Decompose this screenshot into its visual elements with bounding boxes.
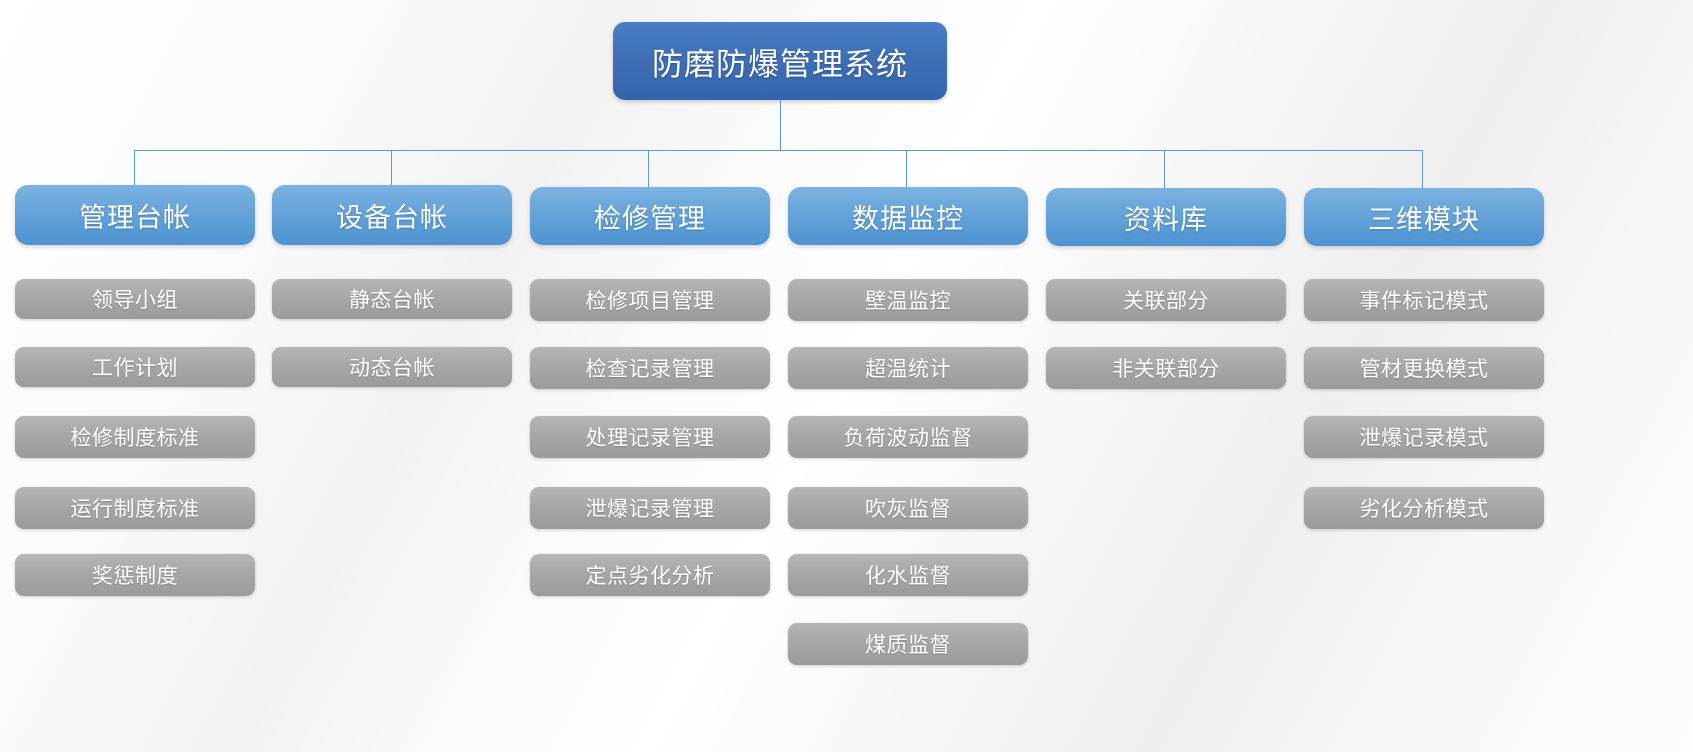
leaf-label-4-3: 负荷波动监督 <box>843 426 973 450</box>
leaf-label-1-1: 领导小组 <box>92 288 178 312</box>
leaf-label-4-5: 化水监督 <box>865 564 951 588</box>
leaf-node-6-1[interactable]: 事件标记模式 <box>1304 279 1544 321</box>
category-label-4: 数据监控 <box>852 203 964 235</box>
leaf-label-6-2: 管材更换模式 <box>1359 357 1489 381</box>
leaf-node-6-4[interactable]: 劣化分析模式 <box>1304 487 1544 529</box>
leaf-node-1-2[interactable]: 工作计划 <box>15 347 255 387</box>
leaf-node-3-5[interactable]: 定点劣化分析 <box>530 554 770 596</box>
leaf-node-1-3[interactable]: 检修制度标准 <box>15 416 255 458</box>
category-node-5[interactable]: 资料库 <box>1046 188 1286 246</box>
leaf-label-6-1: 事件标记模式 <box>1359 289 1489 313</box>
leaf-node-5-2[interactable]: 非关联部分 <box>1046 347 1286 389</box>
connector-drop-2 <box>391 150 392 185</box>
leaf-node-1-1[interactable]: 领导小组 <box>15 279 255 319</box>
leaf-label-3-1: 检修项目管理 <box>585 289 715 313</box>
root-node[interactable]: 防磨防爆管理系统 <box>613 22 947 100</box>
leaf-node-4-1[interactable]: 壁温监控 <box>788 279 1028 321</box>
leaf-node-3-4[interactable]: 泄爆记录管理 <box>530 487 770 529</box>
leaf-label-3-5: 定点劣化分析 <box>585 564 715 588</box>
leaf-node-3-1[interactable]: 检修项目管理 <box>530 279 770 321</box>
leaf-node-2-2[interactable]: 动态台帐 <box>272 347 512 387</box>
connector-drop-1 <box>134 150 135 185</box>
leaf-label-1-5: 奖惩制度 <box>92 564 178 588</box>
connector-drop-4 <box>906 150 907 187</box>
category-label-6: 三维模块 <box>1368 204 1480 236</box>
leaf-label-6-3: 泄爆记录模式 <box>1359 426 1489 450</box>
leaf-node-4-2[interactable]: 超温统计 <box>788 347 1028 389</box>
connector-drop-3 <box>648 150 649 187</box>
leaf-node-1-4[interactable]: 运行制度标准 <box>15 487 255 529</box>
connector-drop-5 <box>1164 150 1165 188</box>
category-label-1: 管理台帐 <box>79 202 191 234</box>
leaf-label-3-2: 检查记录管理 <box>585 357 715 381</box>
category-label-3: 检修管理 <box>594 203 706 235</box>
leaf-label-3-3: 处理记录管理 <box>585 426 715 450</box>
leaf-label-5-2: 非关联部分 <box>1112 357 1220 381</box>
category-label-2: 设备台帐 <box>336 202 448 234</box>
connector-root-stem <box>780 100 781 150</box>
leaf-node-2-1[interactable]: 静态台帐 <box>272 279 512 319</box>
connector-drop-6 <box>1422 150 1423 188</box>
leaf-node-4-4[interactable]: 吹灰监督 <box>788 487 1028 529</box>
leaf-label-3-4: 泄爆记录管理 <box>585 497 715 521</box>
leaf-label-1-3: 检修制度标准 <box>70 426 200 450</box>
leaf-node-6-2[interactable]: 管材更换模式 <box>1304 347 1544 389</box>
leaf-node-3-3[interactable]: 处理记录管理 <box>530 416 770 458</box>
leaf-node-3-2[interactable]: 检查记录管理 <box>530 347 770 389</box>
leaf-label-4-1: 壁温监控 <box>865 289 951 313</box>
category-node-6[interactable]: 三维模块 <box>1304 188 1544 246</box>
category-node-1[interactable]: 管理台帐 <box>15 185 255 245</box>
leaf-label-2-1: 静态台帐 <box>349 288 435 312</box>
connector-horizontal-bus <box>134 150 1423 151</box>
category-node-3[interactable]: 检修管理 <box>530 187 770 245</box>
leaf-label-5-1: 关联部分 <box>1123 289 1209 313</box>
leaf-label-4-4: 吹灰监督 <box>865 497 951 521</box>
leaf-label-6-4: 劣化分析模式 <box>1359 497 1489 521</box>
leaf-label-4-6: 煤质监督 <box>865 633 951 657</box>
leaf-label-2-2: 动态台帐 <box>349 356 435 380</box>
category-node-4[interactable]: 数据监控 <box>788 187 1028 245</box>
leaf-node-6-3[interactable]: 泄爆记录模式 <box>1304 416 1544 458</box>
leaf-node-4-6[interactable]: 煤质监督 <box>788 623 1028 665</box>
leaf-label-1-4: 运行制度标准 <box>70 497 200 521</box>
leaf-label-1-2: 工作计划 <box>92 356 178 380</box>
root-node-label: 防磨防爆管理系统 <box>652 46 908 83</box>
leaf-node-4-5[interactable]: 化水监督 <box>788 554 1028 596</box>
leaf-node-4-3[interactable]: 负荷波动监督 <box>788 416 1028 458</box>
category-node-2[interactable]: 设备台帐 <box>272 185 512 245</box>
leaf-node-5-1[interactable]: 关联部分 <box>1046 279 1286 321</box>
leaf-label-4-2: 超温统计 <box>865 357 951 381</box>
leaf-node-1-5[interactable]: 奖惩制度 <box>15 554 255 596</box>
category-label-5: 资料库 <box>1124 204 1208 236</box>
